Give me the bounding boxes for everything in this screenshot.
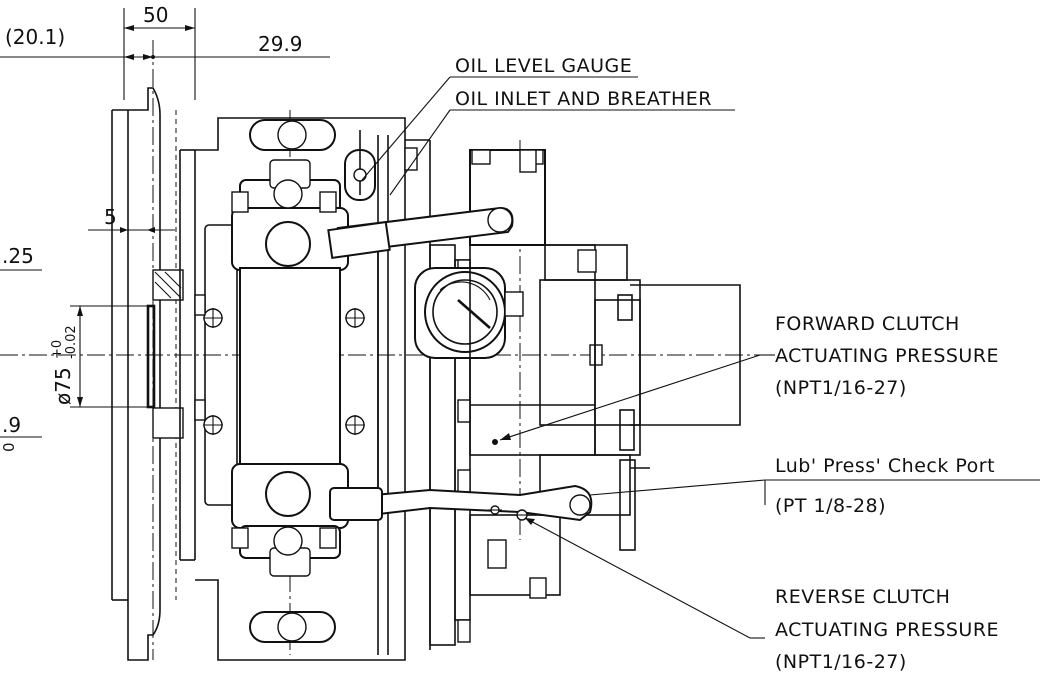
dim-tolerance-lower: -0.02 xyxy=(64,325,79,359)
callout-oil-inlet-breather: OIL INLET AND BREATHER xyxy=(455,88,712,110)
callout-reverse-line-1: REVERSE CLUTCH xyxy=(775,586,950,608)
cylinder-assembly xyxy=(231,159,349,577)
dim-9-partial: .9 xyxy=(2,413,21,437)
callout-lub-press-line-1: Lub' Press' Check Port xyxy=(775,455,995,477)
callout-oil-level-gauge: OIL LEVEL GAUGE xyxy=(455,55,632,77)
dim-5: 5 xyxy=(104,205,117,229)
port-markers xyxy=(488,439,530,521)
dim-29-9: 29.9 xyxy=(258,32,303,56)
center-lines xyxy=(0,40,770,660)
dim-tolerance-upper: +0 xyxy=(50,340,65,359)
dim-diameter-75: ø75 +0 -0.02 xyxy=(50,325,79,405)
dim-20-1: (20.1) xyxy=(5,25,65,49)
callout-forward-line-2: ACTUATING PRESSURE xyxy=(775,345,999,367)
dim-50: 50 xyxy=(143,3,168,27)
oil-pipes xyxy=(327,206,593,522)
dim-diameter-prefix: ø75 xyxy=(51,367,75,405)
dim-0-partial: 0 xyxy=(0,442,18,452)
callout-reverse-line-2: ACTUATING PRESSURE xyxy=(775,619,999,641)
dim-25-partial: .25 xyxy=(2,244,34,268)
output-flange xyxy=(111,87,196,661)
callout-reverse-line-3: (NPT1/16-27) xyxy=(775,651,907,673)
callout-forward-line-1: FORWARD CLUTCH xyxy=(775,313,960,335)
oil-level-gauge xyxy=(344,130,376,201)
callout-forward-line-3: (NPT1/16-27) xyxy=(775,377,907,399)
callout-lub-press-line-2: (PT 1/8-28) xyxy=(775,495,886,517)
leader-lines xyxy=(361,76,1040,639)
pressure-gauge xyxy=(414,267,524,359)
